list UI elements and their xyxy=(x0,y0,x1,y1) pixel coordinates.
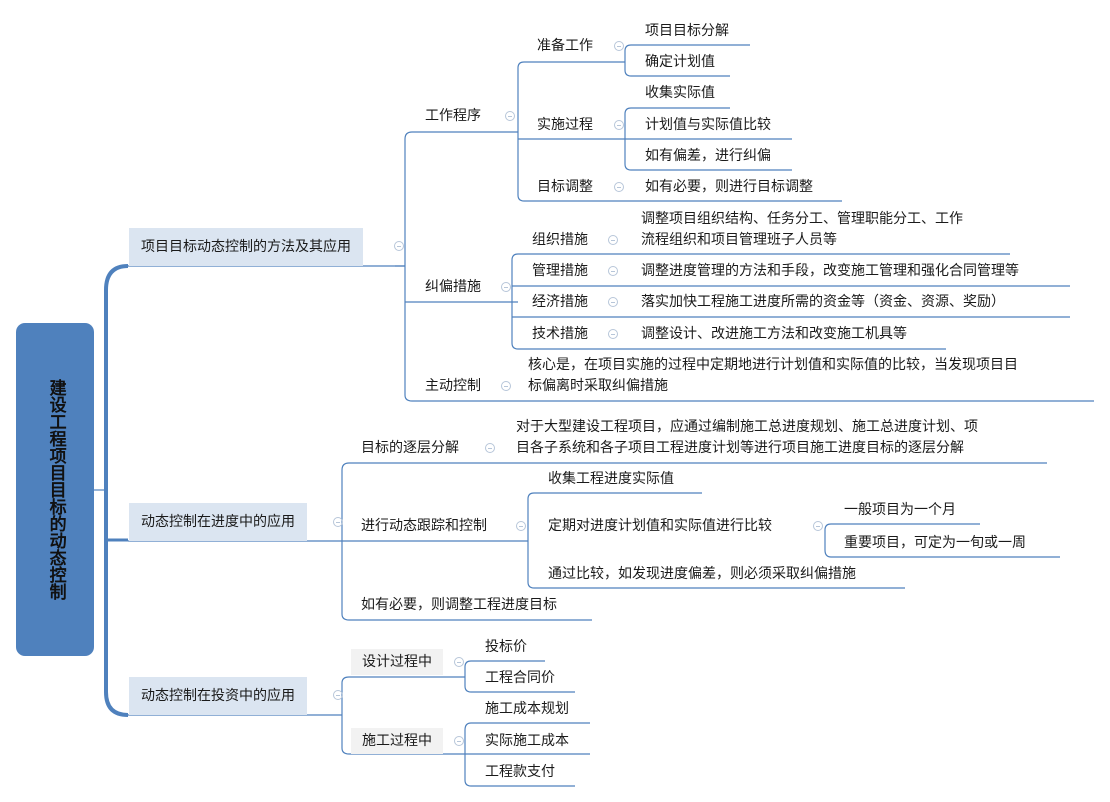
leaf-correct-deviation[interactable]: 如有偏差，进行纠偏 xyxy=(645,148,771,164)
leaf-adjust-target[interactable]: 如有必要，则进行目标调整 xyxy=(645,179,813,195)
topic-target-layered-decomposition[interactable]: 目标的逐层分解 xyxy=(361,440,459,456)
leaf-actual-cost[interactable]: 实际施工成本 xyxy=(485,733,569,749)
collapse-icon[interactable] xyxy=(333,690,343,700)
collapse-icon[interactable] xyxy=(333,517,343,527)
collapse-icon[interactable] xyxy=(485,443,495,453)
leaf-adjust-progress-target[interactable]: 如有必要，则调整工程进度目标 xyxy=(361,597,557,613)
leaf-payment[interactable]: 工程款支付 xyxy=(485,764,555,780)
leaf-bid-price[interactable]: 投标价 xyxy=(485,639,527,655)
leaf-layered-decomp-line1[interactable]: 对于大型建设工程项目，应通过编制施工总进度规划、施工总进度计划、项 xyxy=(516,419,978,435)
topic-methods-application[interactable]: 项目目标动态控制的方法及其应用 xyxy=(129,228,363,266)
leaf-contract-price[interactable]: 工程合同价 xyxy=(485,670,555,686)
topic-corrective-measures[interactable]: 纠偏措施 xyxy=(425,279,481,295)
collapse-icon[interactable] xyxy=(614,41,624,51)
leaf-tech-measures[interactable]: 调整设计、改进施工方法和改变施工机具等 xyxy=(641,326,907,342)
topic-preparation[interactable]: 准备工作 xyxy=(537,38,593,54)
topic-schedule-application[interactable]: 动态控制在进度中的应用 xyxy=(129,503,307,541)
collapse-icon[interactable] xyxy=(608,266,618,276)
collapse-icon[interactable] xyxy=(501,381,511,391)
collapse-icon[interactable] xyxy=(394,241,404,251)
topic-construction-phase[interactable]: 施工过程中 xyxy=(351,728,443,754)
leaf-compare-correct[interactable]: 通过比较，如发现进度偏差，则必须采取纠偏措施 xyxy=(548,566,856,582)
leaf-org-measures-line1[interactable]: 调整项目组织结构、任务分工、管理职能分工、工作 xyxy=(641,211,963,227)
leaf-general-monthly[interactable]: 一般项目为一个月 xyxy=(844,502,956,518)
topic-econ-measures[interactable]: 经济措施 xyxy=(532,294,588,310)
root-title: 建设工程项目目标的动态控制 xyxy=(45,379,66,600)
collapse-icon[interactable] xyxy=(614,182,624,192)
topic-target-adjust[interactable]: 目标调整 xyxy=(537,179,593,195)
collapse-icon[interactable] xyxy=(454,657,464,667)
topic-investment-application[interactable]: 动态控制在投资中的应用 xyxy=(129,677,307,715)
leaf-collect-actual[interactable]: 收集实际值 xyxy=(645,85,715,101)
topic-periodic-compare[interactable]: 定期对进度计划值和实际值进行比较 xyxy=(548,518,772,534)
leaf-mgmt-measures[interactable]: 调整进度管理的方法和手段，改变施工管理和强化合同管理等 xyxy=(641,263,1019,279)
topic-org-measures[interactable]: 组织措施 xyxy=(532,232,588,248)
collapse-icon[interactable] xyxy=(516,521,526,531)
topic-dynamic-tracking[interactable]: 进行动态跟踪和控制 xyxy=(361,518,487,534)
topic-mgmt-measures[interactable]: 管理措施 xyxy=(532,263,588,279)
leaf-cost-plan[interactable]: 施工成本规划 xyxy=(485,701,569,717)
collapse-icon[interactable] xyxy=(614,120,624,130)
leaf-important-weekly[interactable]: 重要项目，可定为一旬或一周 xyxy=(844,535,1026,551)
topic-active-control[interactable]: 主动控制 xyxy=(425,378,481,394)
topic-work-procedure[interactable]: 工作程序 xyxy=(425,108,481,124)
topic-design-phase[interactable]: 设计过程中 xyxy=(351,649,443,675)
leaf-collect-progress-actual[interactable]: 收集工程进度实际值 xyxy=(548,471,674,487)
root-topic[interactable]: 建设工程项目目标的动态控制 xyxy=(16,323,94,656)
leaf-compare-values[interactable]: 计划值与实际值比较 xyxy=(645,117,771,133)
leaf-define-plan-value[interactable]: 确定计划值 xyxy=(645,54,715,70)
collapse-icon[interactable] xyxy=(501,282,511,292)
leaf-target-decomposition[interactable]: 项目目标分解 xyxy=(645,23,729,39)
topic-implementation[interactable]: 实施过程 xyxy=(537,117,593,133)
collapse-icon[interactable] xyxy=(454,736,464,746)
collapse-icon[interactable] xyxy=(608,235,618,245)
leaf-active-control-line1[interactable]: 核心是，在项目实施的过程中定期地进行计划值和实际值的比较，当发现项目目 xyxy=(528,357,1018,373)
collapse-icon[interactable] xyxy=(813,521,823,531)
collapse-icon[interactable] xyxy=(505,111,515,121)
topic-tech-measures[interactable]: 技术措施 xyxy=(532,326,588,342)
leaf-active-control-line2[interactable]: 标偏离时采取纠偏措施 xyxy=(528,378,668,394)
leaf-econ-measures[interactable]: 落实加快工程施工进度所需的资金等（资金、资源、奖励） xyxy=(641,294,1005,310)
leaf-layered-decomp-line2[interactable]: 目各子系统和各子项目工程进度计划等进行项目施工进度目标的逐层分解 xyxy=(516,440,964,456)
leaf-org-measures-line2[interactable]: 流程组织和项目管理班子人员等 xyxy=(641,232,837,248)
collapse-icon[interactable] xyxy=(608,297,618,307)
collapse-icon[interactable] xyxy=(608,329,618,339)
